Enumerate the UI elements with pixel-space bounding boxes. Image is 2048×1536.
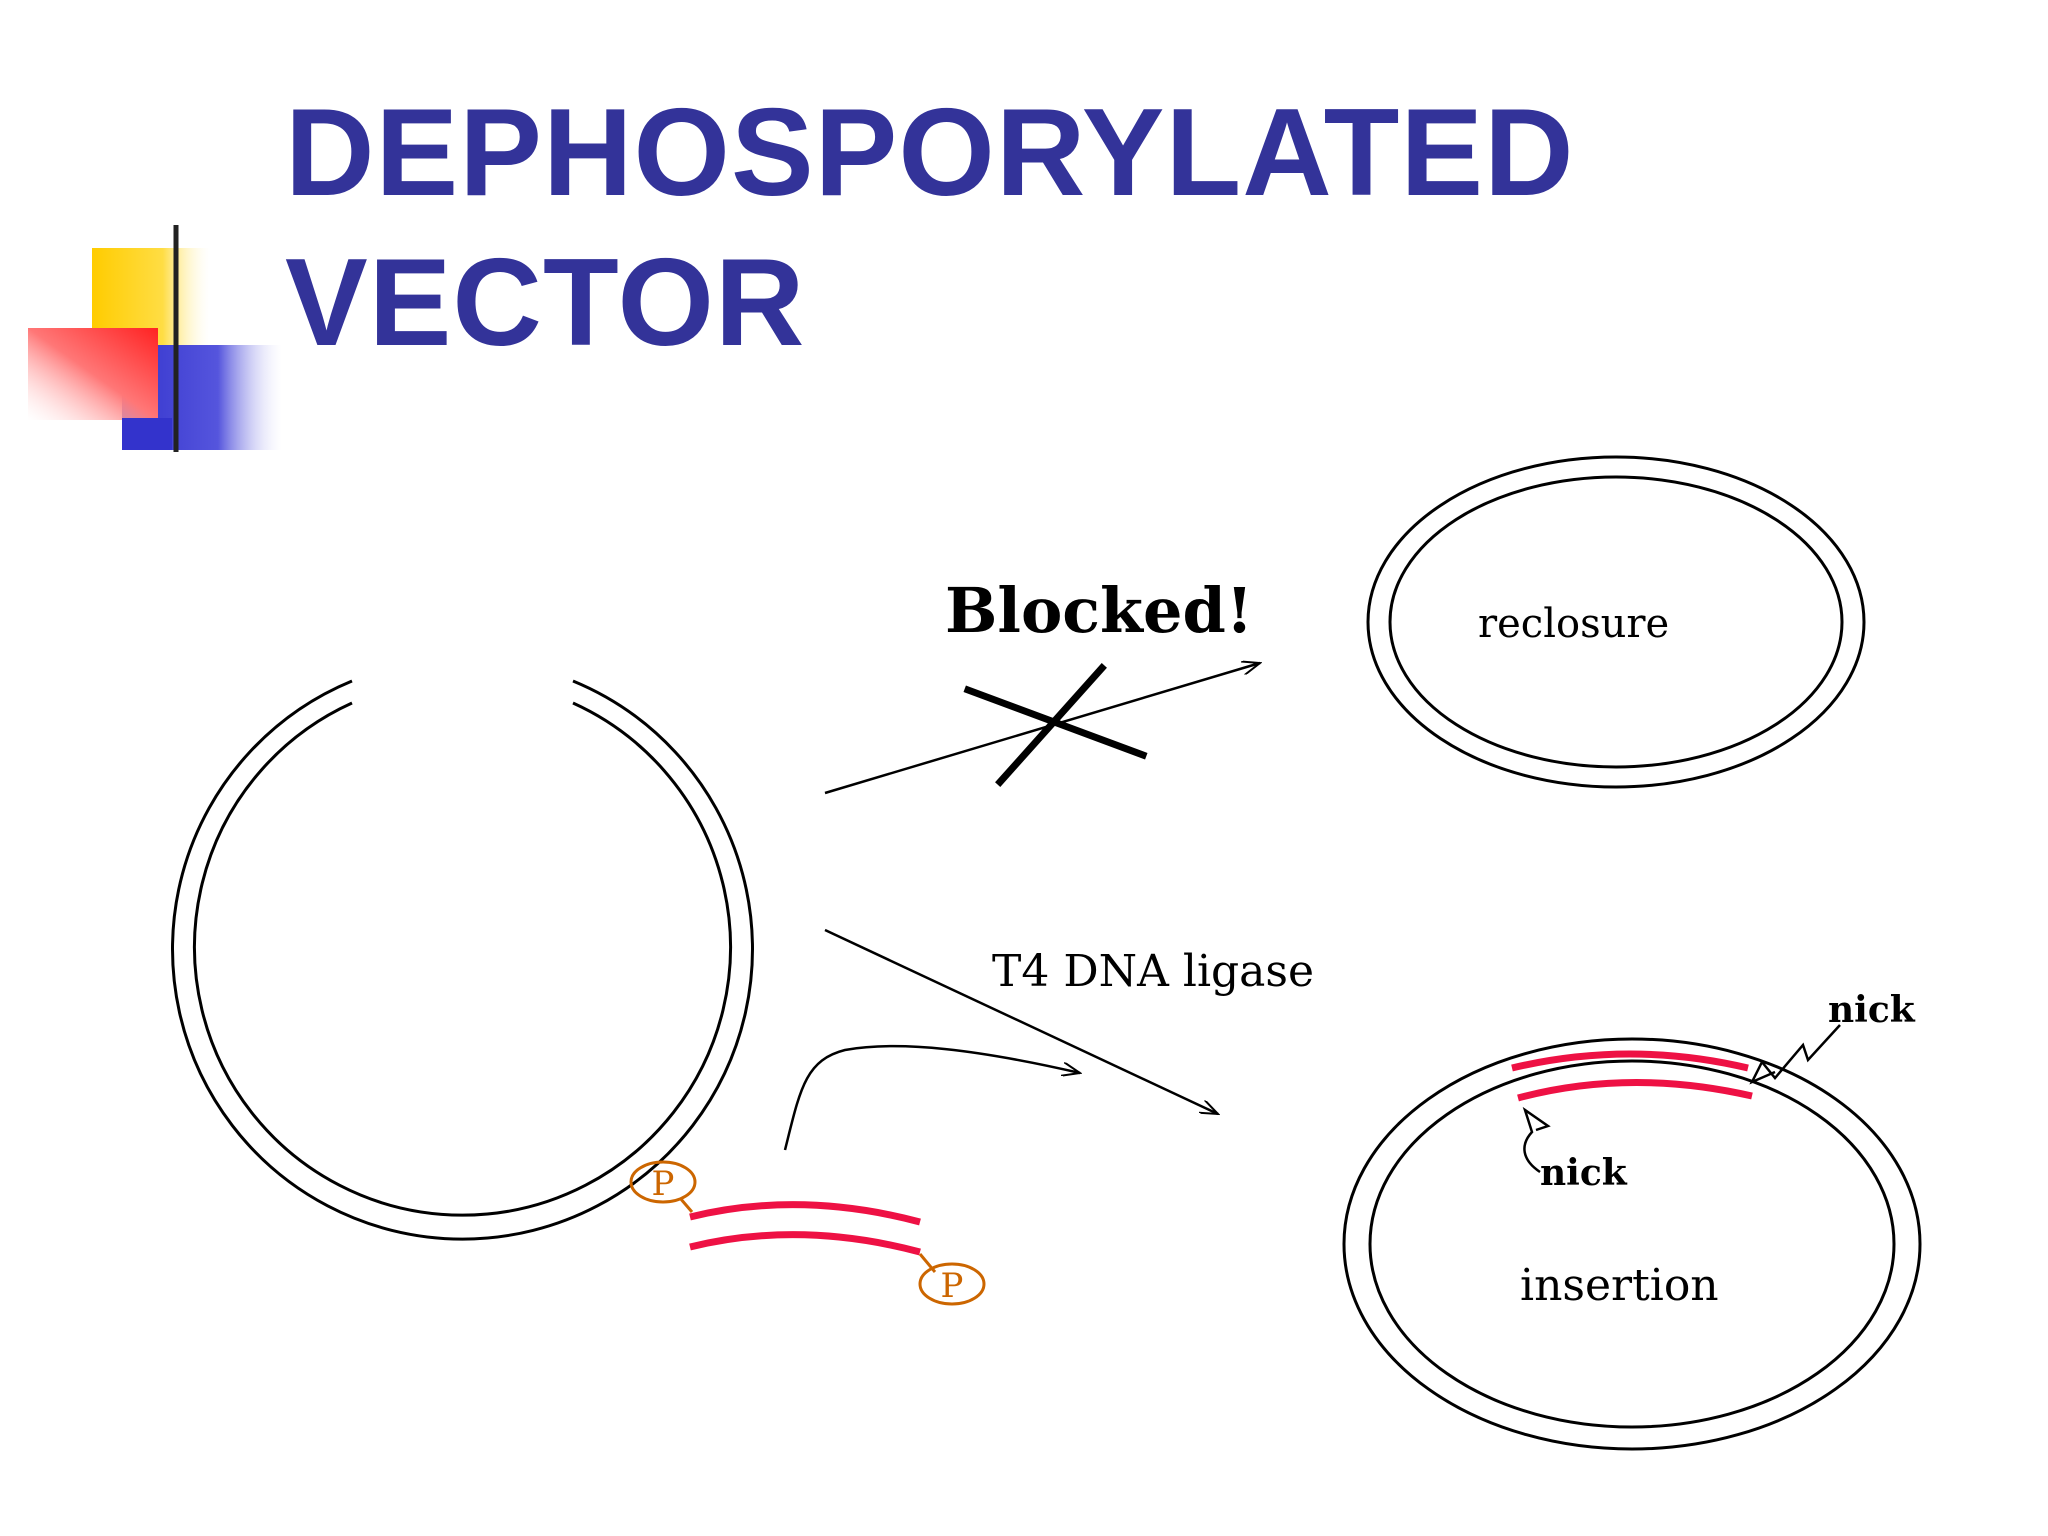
phosphate-group-2: P	[918, 1262, 986, 1306]
recombinant-inner-strand	[1368, 1059, 1896, 1429]
phosphate-label-2: P	[941, 1266, 964, 1306]
insertion-arrow	[824, 928, 1218, 1114]
insertion-label: insertion	[1520, 1260, 1719, 1311]
nick-left-arrow	[1522, 1106, 1551, 1174]
insert-top-strand	[689, 1201, 921, 1226]
inserted-fragment	[1511, 1050, 1753, 1102]
slide-decoration	[28, 225, 1860, 452]
insert-curved-arrow	[783, 1044, 1080, 1151]
open-vector-plasmid	[171, 679, 754, 1241]
recombinant-plasmid	[1342, 1037, 1922, 1451]
title-line-1: DEPHOSPORYLATED	[285, 84, 1575, 222]
reclosure-outer-strand	[1366, 455, 1866, 789]
open-vector-outer-strand	[171, 679, 754, 1241]
reclosure-plasmid	[1366, 455, 1866, 789]
insert-bottom-strand	[689, 1231, 921, 1256]
nick-label-top: nick	[1828, 989, 1916, 1031]
reclosure-inner-strand	[1388, 475, 1844, 769]
phosphate-label-1: P	[652, 1164, 675, 1204]
inserted-bottom-strand	[1517, 1079, 1753, 1102]
nick-label-left: nick	[1540, 1152, 1628, 1194]
page-title: DEPHOSPORYLATED VECTOR	[285, 78, 1575, 378]
phosphate-group-1: P	[629, 1160, 697, 1204]
reclosure-label: reclosure	[1478, 601, 1669, 647]
title-line-2: VECTOR	[285, 234, 806, 372]
inserted-top-strand	[1511, 1050, 1749, 1072]
reclosure-arrow	[824, 663, 1260, 795]
phosphate-link-1	[678, 1197, 694, 1213]
blocked-label: Blocked!	[945, 574, 1253, 647]
blocked-x-mark	[963, 663, 1148, 787]
nick-top-arrow	[1749, 1024, 1841, 1085]
open-vector-inner-strand	[193, 701, 732, 1217]
blue-accent-stub	[122, 418, 172, 450]
recombinant-outer-strand	[1342, 1037, 1922, 1451]
insert-dna-fragment	[689, 1201, 921, 1256]
ligase-label: T4 DNA ligase	[992, 946, 1314, 997]
